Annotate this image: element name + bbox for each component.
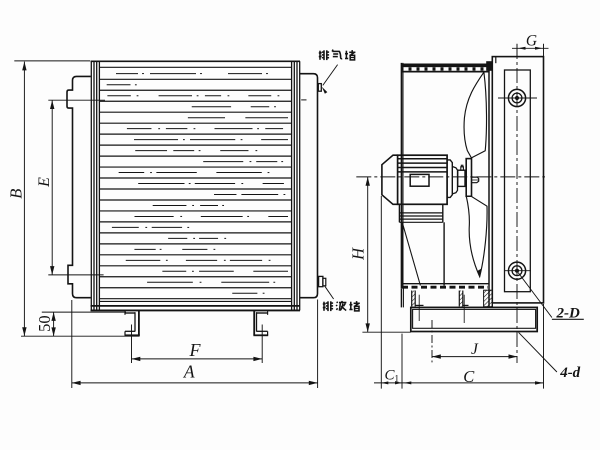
- svg-text:1: 1: [394, 375, 399, 385]
- svg-text:C: C: [384, 367, 395, 383]
- svg-text:50: 50: [35, 315, 54, 332]
- svg-text:4-d: 4-d: [559, 365, 580, 381]
- svg-text:A: A: [183, 361, 195, 381]
- svg-text:B: B: [6, 189, 25, 199]
- svg-text:2-D: 2-D: [556, 306, 580, 322]
- svg-text:G: G: [526, 33, 537, 50]
- svg-text:H: H: [349, 247, 368, 261]
- svg-text:J: J: [471, 341, 479, 358]
- svg-text:F: F: [189, 340, 202, 360]
- svg-text:C: C: [463, 367, 475, 386]
- svg-text:E: E: [36, 177, 53, 188]
